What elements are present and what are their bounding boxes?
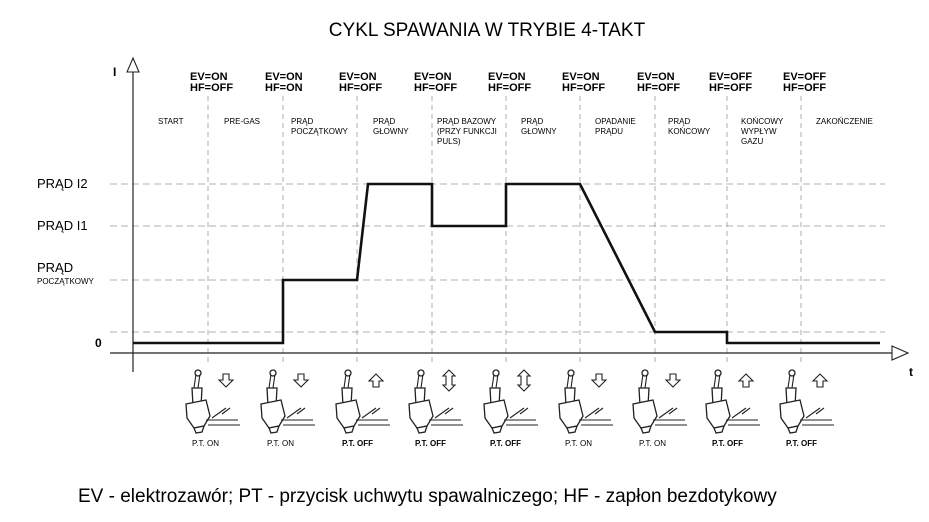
ev-state-label: EV=ON [637,71,675,83]
hf-state-label: HF=OFF [414,82,457,94]
phase-label: PRĄDU [595,127,623,136]
x-axis-label: t [909,365,913,379]
phase-label: PRĄD [291,117,313,126]
ev-state-label: EV=ON [562,71,600,83]
phase-label: GAZU [741,137,763,146]
phase-label: PRĄD [373,117,395,126]
level-start-label: PRĄD [37,260,73,275]
torch-icon: P.T. OFF [335,369,390,448]
arrow-up-icon [367,373,385,388]
level-i1-label: PRĄD I1 [37,218,88,233]
torch-state-label: P.T. OFF [712,439,743,448]
ev-state-label: EV=OFF [783,71,826,83]
torch-state-label: P.T. OFF [342,439,373,448]
y-axis-label: I [113,65,116,79]
hf-state-label: HF=OFF [709,82,752,94]
torch-state-label: P.T. OFF [786,439,817,448]
torch-icon: P.T. OFF [408,369,463,448]
phase-label: KOŃCOWY [741,117,784,126]
torch-state-label: P.T. ON [639,439,666,448]
arrow-both-icon [516,369,532,392]
level-start-sublabel: POCZĄTKOWY [37,277,95,286]
torch-state-label: P.T. OFF [415,439,446,448]
phase-label: WYPŁYW [741,127,777,136]
torch-icon: P.T. ON [558,369,613,448]
ev-state-label: EV=OFF [709,71,752,83]
hf-state-label: HF=OFF [339,82,382,94]
arrow-up-icon [737,373,755,388]
torch-icon: P.T. ON [260,369,315,448]
hf-state-label: HF=OFF [637,82,680,94]
phase-label: OPADANIE [595,117,636,126]
phase-label: (PRZY FUNKCJI [437,127,497,136]
arrow-down-icon [292,373,310,388]
torch-icon: P.T. OFF [779,369,834,448]
hf-state-label: HF=OFF [488,82,531,94]
legend-text: EV - elektrozawór; PT - przycisk uchwytu… [78,486,777,507]
phase-label: KOŃCOWY [668,127,711,136]
level-i2-label: PRĄD I2 [37,176,88,191]
phase-label: GŁOWNY [521,127,557,136]
torch-state-label: P.T. ON [565,439,592,448]
phase-label: PULS) [437,137,461,146]
hf-state-label: HF=OFF [190,82,233,94]
arrow-both-icon [441,369,457,392]
level-zero-label: 0 [95,336,102,350]
arrow-down-icon [217,373,235,388]
ev-state-label: EV=ON [190,71,228,83]
torch-icon: P.T. OFF [483,369,538,448]
ev-state-label: EV=ON [265,71,303,83]
current-waveform [133,182,880,345]
arrow-down-icon [590,373,608,388]
ev-state-label: EV=ON [339,71,377,83]
torch-state-label: P.T. ON [192,439,219,448]
hf-state-label: HF=ON [265,82,303,94]
phase-label: START [158,117,184,126]
phase-label: PRĄD [668,117,690,126]
torch-icon: P.T. OFF [705,369,760,448]
x-axis-arrow [891,345,910,361]
ev-hf-states: EV=ONHF=OFFEV=ONHF=ONEV=ONHF=OFFEV=ONHF=… [190,71,826,94]
phase-label: ZAKOŃCZENIE [816,117,873,126]
hf-state-label: HF=OFF [783,82,826,94]
phase-label: GŁOWNY [373,127,409,136]
diagram-title: CYKL SPAWANIA W TRYBIE 4-TAKT [329,20,646,41]
torch-state-label: P.T. OFF [490,439,521,448]
phase-label: PRĄD BAZOWY [437,117,497,126]
torch-icon: P.T. ON [632,369,687,448]
arrow-up-icon [811,373,829,388]
phase-label: POCZĄTKOWY [291,127,349,136]
phase-label: PRĄD [521,117,543,126]
ev-state-label: EV=ON [414,71,452,83]
torch-icon: P.T. ON [185,369,240,448]
phase-label: PRE-GAS [224,117,260,126]
torch-icons: P.T. ON P.T. ON P.T. OFF P.T. OFF P.T. OFF P.… [185,369,834,448]
ev-state-label: EV=ON [488,71,526,83]
arrow-down-icon [664,373,682,388]
torch-state-label: P.T. ON [267,439,294,448]
hf-state-label: HF=OFF [562,82,605,94]
y-axis-arrow [126,56,140,73]
